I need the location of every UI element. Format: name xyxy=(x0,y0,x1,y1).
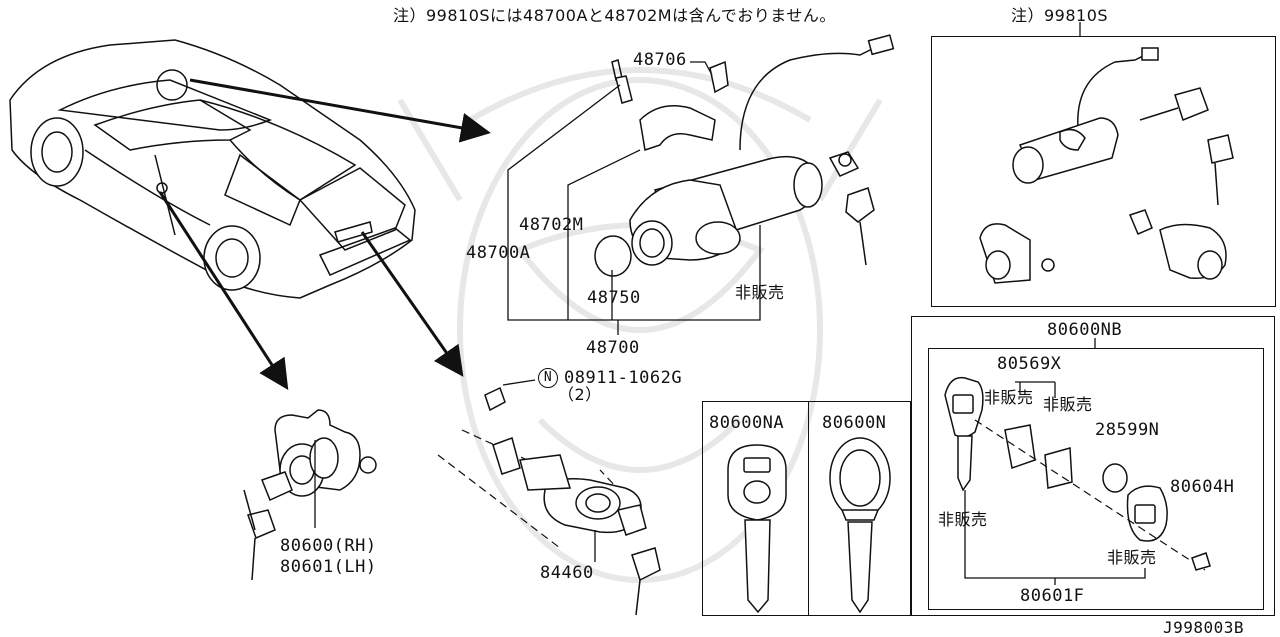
key-divider xyxy=(808,401,810,616)
label-80600NA: 80600NA xyxy=(709,413,785,433)
drawing-number: J998003B xyxy=(1163,618,1245,637)
label-notsold-ignition: 非販売 xyxy=(735,283,785,302)
trunk-lock xyxy=(437,379,661,616)
label-80569X: 80569X xyxy=(997,354,1062,374)
label-48700A: 48700A xyxy=(466,243,531,263)
label-notsold-b: 非販売 xyxy=(1043,395,1093,414)
label-80601-lh: 80601(LH) xyxy=(280,557,377,577)
label-notsold-c: 非販売 xyxy=(938,510,988,529)
callout-arrows xyxy=(158,78,491,391)
misc-leaders xyxy=(314,22,1096,562)
kit-frame xyxy=(931,36,1276,307)
bolt-circle-n: N xyxy=(538,368,558,388)
remote-outer-frame xyxy=(911,316,1275,616)
label-notsold-a: 非販売 xyxy=(984,388,1034,407)
label-84460: 84460 xyxy=(540,563,594,583)
outer-keys-frame xyxy=(702,401,911,616)
label-48702M: 48702M xyxy=(519,215,584,235)
label-80600NB: 80600NB xyxy=(1047,320,1123,340)
kit-contents xyxy=(979,47,1234,284)
label-48750: 48750 xyxy=(587,288,641,308)
note-kit: 注）99810S xyxy=(1011,6,1109,25)
door-lock xyxy=(243,409,377,581)
label-80604H: 80604H xyxy=(1170,477,1235,497)
key-80600NA xyxy=(727,444,787,614)
label-80600N: 80600N xyxy=(822,413,887,433)
note-main: 注）99810Sには48700Aと48702Mは含んでおりません。 xyxy=(393,6,836,25)
ignition-leaders xyxy=(507,61,761,335)
car-illustration xyxy=(9,39,416,299)
key-80600N xyxy=(829,437,891,614)
label-48700: 48700 xyxy=(586,338,640,358)
remote-key-parts xyxy=(944,376,1211,585)
remote-inner-frame xyxy=(928,348,1264,610)
label-48706: 48706 xyxy=(633,50,687,70)
label-28599N: 28599N xyxy=(1095,420,1160,440)
ignition-assembly xyxy=(594,34,895,277)
label-80600-rh: 80600(RH) xyxy=(280,536,377,556)
label-bolt-code: 08911-1062G xyxy=(564,368,683,388)
label-bolt-qty: （2） xyxy=(558,385,602,404)
label-notsold-d: 非販売 xyxy=(1107,548,1157,567)
label-80601F: 80601F xyxy=(1020,586,1085,606)
